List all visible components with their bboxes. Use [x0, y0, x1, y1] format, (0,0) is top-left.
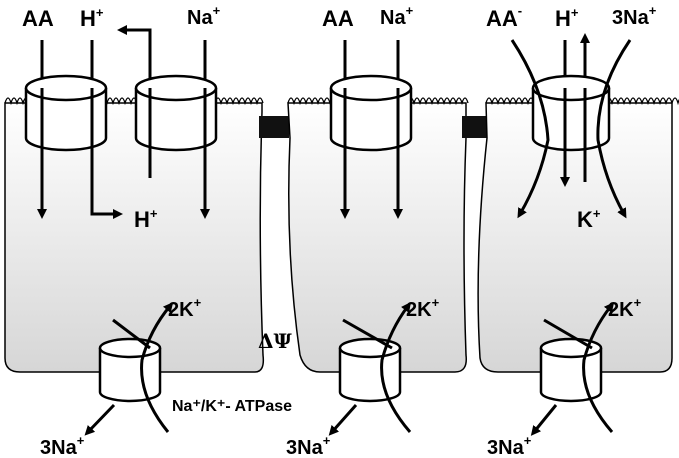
transporter-aa-h: [24, 40, 123, 219]
cell-2-body: [287, 102, 468, 373]
transporter-aa-na: [329, 40, 413, 219]
label-aa-cell2: AA: [322, 6, 354, 31]
label-k-cell3: K+: [577, 206, 601, 232]
tight-junction-1: [259, 116, 289, 138]
na-k-atpase-3: [530, 302, 615, 436]
transporter-na-h-exchanger: [117, 25, 218, 219]
cell-1-body: [4, 102, 265, 373]
label-3na-bottom-3: 3Na+: [487, 433, 532, 458]
label-3na-bottom-2: 3Na+: [286, 433, 331, 458]
label-aa-cell1: AA: [22, 6, 54, 31]
transporter-aa-h-3na-k: [510, 33, 632, 219]
cell-3-body: [477, 102, 673, 373]
label-na-k-atpase: Na⁺/K⁺- ATPase: [172, 398, 292, 415]
label-delta-psi: ΔΨ: [258, 329, 293, 353]
label-na-cell2: Na+: [380, 3, 414, 29]
label-2k-cell3: 2K+: [608, 295, 642, 321]
na-k-atpase-1: [84, 302, 174, 436]
label-aa-minus-cell3: AA-: [486, 3, 522, 31]
label-h-cell3: H+: [555, 5, 579, 31]
label-3na-cell3: 3Na+: [612, 3, 657, 29]
cell-2: [287, 97, 469, 373]
label-h-cell1: H+: [80, 5, 104, 31]
label-2k-cell2: 2K+: [406, 295, 440, 321]
na-k-atpase-2: [328, 301, 412, 436]
label-2k-cell1: 2K+: [168, 295, 202, 321]
cell-1: [4, 97, 265, 373]
tight-junction-2: [462, 116, 490, 138]
cell-3: [477, 97, 679, 373]
label-h-out-cell1: H+: [134, 206, 158, 232]
label-na-cell1: Na+: [187, 3, 221, 29]
label-3na-bottom-1: 3Na+: [40, 433, 85, 458]
